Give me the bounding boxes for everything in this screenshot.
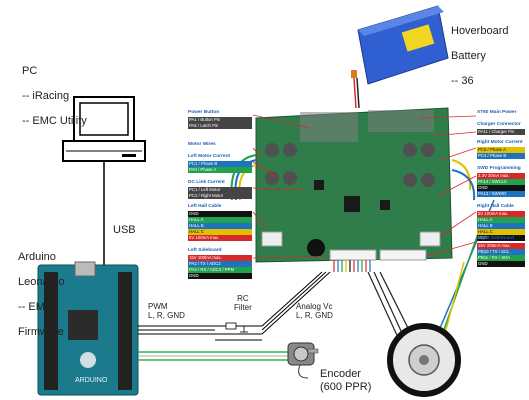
pin-row: 15V 100mA max. — [188, 255, 252, 261]
pc-line-emc-utility: -- EMC Utility — [22, 115, 87, 128]
arduino-line4: Firmware — [18, 326, 64, 339]
pin-row: GND — [477, 261, 525, 267]
pin-row: HALL B — [188, 223, 252, 229]
battery-line3: -- 36 — [451, 75, 474, 88]
pin-row: PC2 / Right Motor — [188, 193, 252, 199]
battery-title: Hoverboard — [451, 24, 509, 37]
pin-block-title: Charger Connector — [477, 122, 521, 127]
controller-pcb — [255, 107, 453, 263]
analog-label: Analog Vc L, R, GND — [296, 302, 333, 321]
pin-row: PA0 / Phase A — [188, 167, 252, 173]
arduino-line3: -- EMC — [18, 301, 53, 314]
battery-line2: Battery — [451, 49, 486, 62]
battery-icon — [351, 5, 449, 85]
pin-block-title: Right Motor Current — [477, 140, 523, 145]
pin-row: 5V 100mA max. — [188, 235, 252, 241]
pin-row: PA3 / RX / ADC3 / PPM — [188, 267, 252, 273]
pin-block-title: Left Hall Cable — [188, 204, 222, 209]
pin-row: PA11 / Charger Pin — [477, 129, 525, 135]
pin-row: HALL B — [477, 223, 525, 229]
pin-block-title: DC Link Current — [188, 180, 225, 185]
rc-filter-label: RC Filter — [234, 294, 252, 313]
pin-block-title: Right Hall Cable — [477, 204, 514, 209]
pin-block-title: Power Button — [188, 110, 220, 115]
pc-title: PC — [22, 64, 38, 77]
pin-block-title: Left Motor Current — [188, 154, 231, 159]
pin-row: 5V 100mA max. — [477, 211, 525, 217]
pin-block-title: XT60 Main Power — [477, 110, 517, 115]
arduino-line2: Leonardo — [18, 275, 65, 288]
pin-row: GND — [188, 211, 252, 217]
pin-row: PA5 / Latch Pin — [188, 123, 252, 129]
pin-row: HALL C — [477, 229, 525, 235]
pin-row: GND — [477, 185, 525, 191]
pin-row: PC5 / Phase A — [477, 147, 525, 153]
pin-row: PA1 / Button Pin — [188, 117, 252, 123]
svg-text:ARDUINO: ARDUINO — [75, 377, 108, 384]
pin-row: GND — [188, 273, 252, 279]
pin-row: PA2 / TX / ADC2 — [188, 261, 252, 267]
pin-block-title: Right Sideboard — [477, 236, 515, 241]
pin-row: PA14 / SWCLK — [477, 179, 525, 185]
pin-row: HALL C — [188, 229, 252, 235]
pin-row: PB11 / RX / SDA — [477, 255, 525, 261]
arduino-board-icon: ARDUINO — [37, 261, 139, 396]
pwm-label: PWM L, R, GND — [148, 302, 185, 321]
encoder-icon — [287, 342, 319, 379]
pin-block-title: SWD Programming — [477, 166, 521, 171]
pin-row: HALL A — [477, 217, 525, 223]
pc-line-iracing: -- iRacing — [22, 89, 70, 102]
pin-row: PC1 / Left Motor — [188, 187, 252, 193]
pin-row: 15V 200mA max. — [477, 243, 525, 249]
encoder-label: Encoder (600 PPR) — [320, 368, 372, 393]
pin-row: PA13 / SWDIO — [477, 191, 525, 197]
pc-monitor-icon — [62, 96, 146, 162]
pc-label: PC -- iRacing -- EMC Utility — [22, 52, 87, 140]
pin-row: GND — [477, 235, 525, 241]
usb-label: USB — [113, 224, 136, 236]
pin-block-title: Left Sideboard — [188, 248, 222, 253]
pin-block-title: Motor Wires — [188, 142, 216, 147]
battery-label: Hoverboard Battery -- 36 — [451, 12, 508, 100]
rc-filter-circuit — [215, 322, 262, 341]
pin-row: PC1 / Phase B — [188, 161, 252, 167]
pin-row: PC4 / Phase B — [477, 153, 525, 159]
pin-row: HALL A — [188, 217, 252, 223]
arduino-line1: Arduino — [18, 250, 56, 263]
arduino-label: Arduino Leonardo -- EMC Firmware — [18, 238, 65, 352]
pin-row: PB10 / TX / SCL — [477, 249, 525, 255]
hub-motor-icon — [387, 323, 461, 397]
pin-row: 3.3V 30mA max. — [477, 173, 525, 179]
